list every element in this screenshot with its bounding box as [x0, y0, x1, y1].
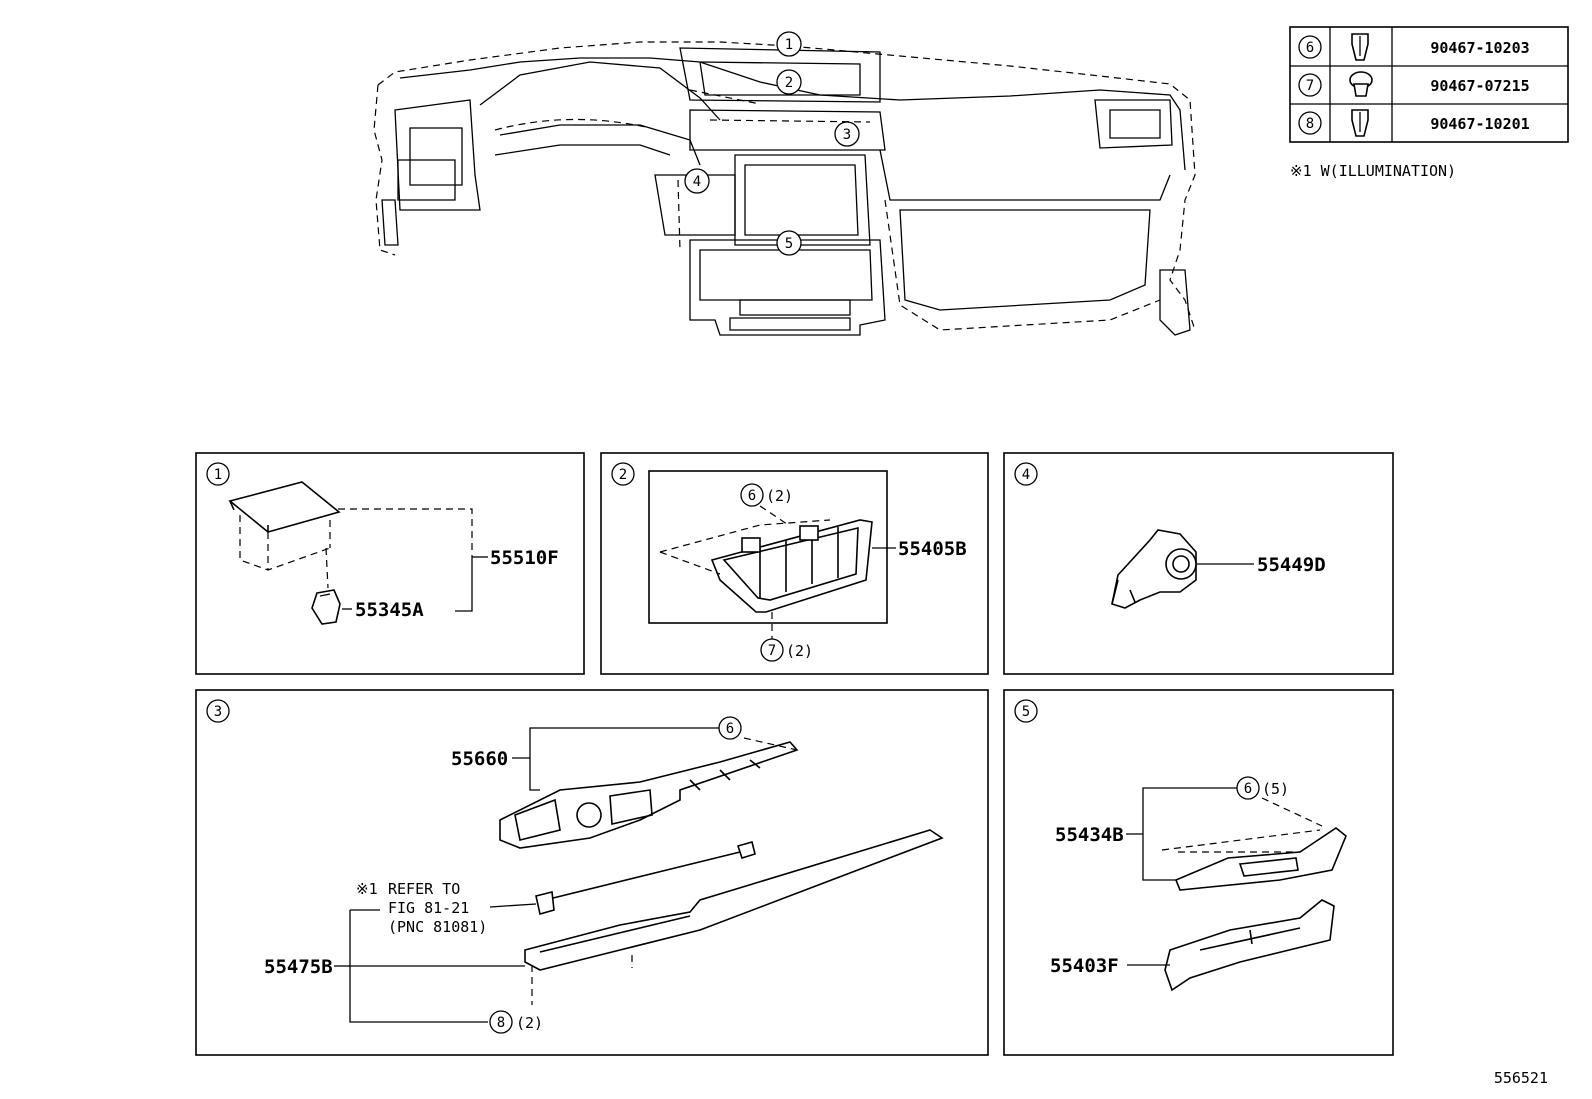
detail-panel-5: 5 6 (5) 55434B 55403F [1003, 689, 1394, 1056]
overview-callout-2: 2 [776, 69, 802, 95]
push-clip-icon [1349, 71, 1373, 97]
svg-text:7: 7 [1306, 78, 1314, 94]
svg-text:2: 2 [785, 75, 793, 91]
svg-text:6: 6 [1244, 781, 1252, 797]
svg-text:REFER TO: REFER TO [388, 880, 460, 898]
svg-text:(5): (5) [1262, 780, 1289, 798]
svg-text:90467-10201: 90467-10201 [1430, 115, 1529, 133]
reference-note-mark: ※1 [356, 880, 378, 898]
clip-icon [1351, 33, 1369, 61]
lower-center-panel-drawing [1174, 827, 1347, 891]
part-number-55434B: 55434B [1055, 824, 1124, 846]
svg-text:8: 8 [497, 1015, 505, 1031]
svg-text:90467-07215: 90467-07215 [1430, 77, 1529, 95]
switch-bezel-drawing [710, 519, 873, 613]
svg-text:3: 3 [843, 127, 851, 143]
svg-text:3: 3 [214, 704, 222, 720]
svg-text:5: 5 [1022, 704, 1030, 720]
dashboard-overview-drawing: 1 2 3 4 5 [373, 31, 1196, 336]
detail-panel-4: 4 55449D [1003, 452, 1394, 675]
svg-text:1: 1 [785, 37, 793, 53]
svg-text:(PNC 81081): (PNC 81081) [388, 918, 487, 936]
svg-text:1: 1 [214, 467, 222, 483]
detail-panel-3: 3 6 55660 ※1 REFER TO FIG 81-21 (PNC 810… [195, 689, 989, 1056]
svg-text:4: 4 [693, 174, 701, 190]
legend-note: ※1 W(ILLUMINATION) [1290, 162, 1456, 180]
detail-panel-2: 2 6 (2) 55405B 7 (2) [600, 452, 989, 675]
svg-text:4: 4 [1022, 467, 1030, 483]
svg-text:6: 6 [726, 721, 734, 737]
svg-text:5: 5 [785, 236, 793, 252]
svg-text:7: 7 [768, 643, 776, 659]
svg-text:FIG 81-21: FIG 81-21 [388, 899, 469, 917]
overview-callout-3: 3 [834, 121, 860, 147]
overview-callout-1: 1 [776, 31, 802, 57]
overview-callout-4: 4 [684, 168, 710, 194]
overview-callout-5: 5 [776, 230, 802, 256]
svg-text:(2): (2) [516, 1014, 543, 1032]
center-vent-panel-drawing [499, 741, 799, 849]
ignition-bezel-drawing [1111, 529, 1197, 609]
retainer-clip-drawing [311, 589, 341, 625]
fastener-legend-table: 6 90467-10203 7 90467-07215 8 90467-1020 [1289, 26, 1569, 180]
illumination-harness-drawing [535, 841, 756, 916]
cover-panel-drawing [228, 481, 341, 571]
part-number-55405B: 55405B [898, 538, 967, 560]
svg-text:8: 8 [1306, 116, 1314, 132]
part-number-55510F: 55510F [490, 547, 559, 569]
part-number-55403F: 55403F [1050, 955, 1119, 977]
legend-row-6: 6 90467-10203 [1298, 33, 1530, 61]
clip-icon [1351, 109, 1369, 137]
figure-number: 556521 [1494, 1069, 1548, 1087]
legend-row-8: 8 90467-10201 [1298, 109, 1530, 137]
svg-text:2: 2 [619, 467, 627, 483]
part-number-55449D: 55449D [1257, 554, 1326, 576]
svg-text:6: 6 [748, 488, 756, 504]
part-number-55475B: 55475B [264, 956, 333, 978]
legend-row-7: 7 90467-07215 [1298, 71, 1530, 97]
svg-text:(2): (2) [766, 487, 793, 505]
lower-garnish-strip-drawing [524, 829, 944, 971]
part-number-55660: 55660 [451, 748, 508, 770]
lower-trim-bracket-drawing [1164, 899, 1335, 992]
detail-panel-1: 1 55510F 55345A [195, 452, 585, 675]
part-number-55345A: 55345A [355, 599, 424, 621]
svg-text:(2): (2) [786, 642, 813, 660]
svg-text:6: 6 [1306, 40, 1314, 56]
svg-text:90467-10203: 90467-10203 [1430, 39, 1529, 57]
